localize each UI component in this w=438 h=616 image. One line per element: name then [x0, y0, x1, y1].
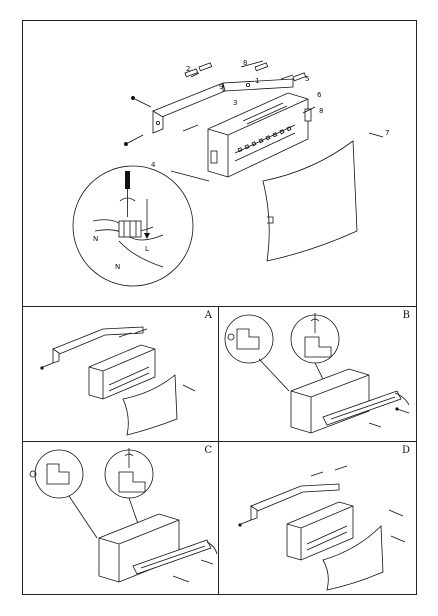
callout-6: 6 — [317, 91, 322, 99]
callout-4: 4 — [151, 161, 156, 169]
panel-b: B — [219, 307, 416, 442]
callout-2: 2 — [186, 65, 190, 73]
screw-icon — [124, 96, 199, 146]
callout-7: 7 — [385, 129, 389, 137]
rotate-arrow-icon — [119, 197, 136, 202]
wire-label-n-2: N — [115, 263, 120, 271]
panel-letter-b: B — [402, 310, 410, 321]
wire-label-l: L — [145, 245, 149, 253]
panel-b-diagram — [224, 313, 410, 434]
panel-letter-a: A — [204, 310, 212, 321]
panel-a-diagram — [40, 326, 196, 436]
wall-bracket — [152, 78, 294, 134]
panel-a: A — [23, 307, 219, 442]
panel-letter-d: D — [401, 445, 410, 456]
wire-label-n-1: N — [93, 235, 98, 243]
panel-letter-c: C — [204, 445, 212, 456]
lamp-housing — [207, 92, 312, 178]
main-exploded-view: 2 9 8 1 3 5 6 8 7 4 — [23, 21, 416, 307]
callout-5: 5 — [305, 75, 309, 83]
callout-3: 3 — [233, 99, 237, 107]
panel-c: C — [23, 442, 219, 594]
wall-plug-icon — [184, 62, 307, 82]
curved-shade — [262, 140, 358, 262]
instruction-sheet: 2 9 8 1 3 5 6 8 7 4 — [22, 20, 417, 595]
callout-8b: 8 — [319, 107, 323, 115]
callout-9: 9 — [219, 83, 223, 91]
led-row — [237, 126, 292, 153]
callout-8a: 8 — [243, 59, 247, 67]
panel-d: D — [219, 442, 416, 594]
screwdriver-icon — [125, 171, 130, 217]
panel-c-diagram — [29, 448, 218, 583]
callout-1: 1 — [255, 77, 259, 85]
wiring-detail: N N L — [72, 165, 210, 287]
panel-d-diagram — [238, 465, 406, 591]
main-diagram: 2 9 8 1 3 5 6 8 7 4 — [72, 59, 389, 287]
